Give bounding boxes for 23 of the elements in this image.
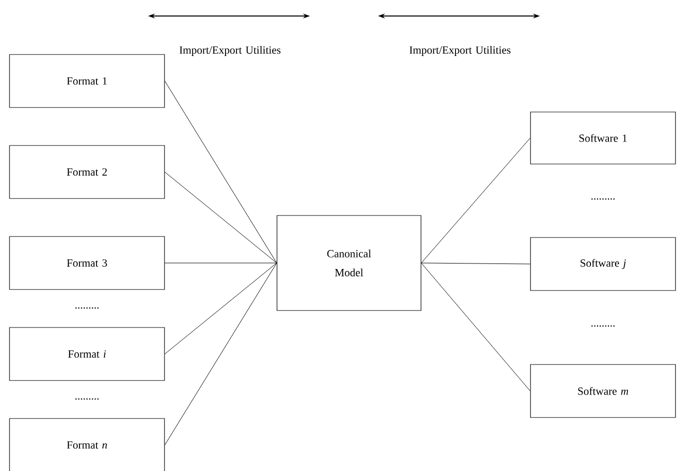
utilities-label: Import/Export Utilities (180, 46, 280, 56)
connector-line (164, 80, 277, 264)
process-box: Format 1 (9, 54, 165, 108)
dots-label: ......... (75, 307, 99, 309)
process-box: Software m (530, 364, 676, 418)
dots-label: ......... (591, 325, 615, 327)
connector-line (164, 172, 277, 264)
utilities-label: Import/Export Utilities (410, 46, 510, 56)
process-box: Format i (9, 327, 165, 381)
connector-line (164, 262, 277, 446)
dots-label: ......... (75, 398, 99, 400)
connector-line (421, 262, 530, 264)
dots-label: ......... (591, 198, 615, 200)
process-box: Format 3 (9, 236, 165, 290)
process-box: Format 2 (9, 145, 165, 199)
connector-line (421, 138, 530, 264)
connector-line (164, 262, 277, 354)
process-box: Canonical Model (276, 215, 422, 311)
process-box: Software j (530, 237, 676, 291)
process-box: Format n (9, 418, 165, 471)
process-box: Software 1 (530, 112, 676, 164)
connector-line (164, 262, 277, 264)
connector-line (421, 262, 530, 392)
